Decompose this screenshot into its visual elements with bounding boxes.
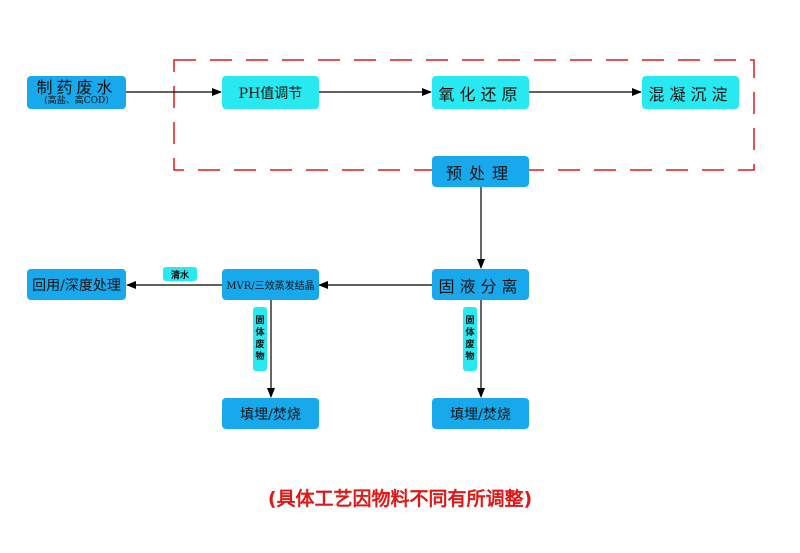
node-redox-label: 氧化还原 [438, 84, 523, 104]
node-mvr-evaporation: MVR/三效蒸发结晶 [222, 269, 319, 300]
tag-solid-waste-2: 固 体 废 物 [463, 307, 477, 371]
node-landfill-incineration-2-label: 填埋/焚烧 [450, 406, 511, 423]
node-pretreatment-label: 预处理 [445, 163, 515, 183]
node-pretreatment: 预处理 [432, 156, 529, 187]
tag-solid-waste-2-char: 体 [465, 328, 475, 338]
node-ph-adjust-label: PH值调节 [238, 85, 303, 102]
node-reuse-deep-treatment-label: 回用/深度处理 [32, 277, 121, 294]
node-landfill-incineration-2: 填埋/焚烧 [432, 398, 529, 429]
tag-solid-waste-1: 固 体 废 物 [253, 307, 267, 371]
tag-solid-waste-2-char: 固 [465, 316, 475, 326]
node-mvr-evaporation-label: MVR/三效蒸发结晶 [226, 281, 315, 292]
tag-solid-waste-1-char: 废 [255, 340, 265, 350]
node-pharma-wastewater-label: 制药废水 [36, 77, 117, 97]
tag-solid-waste-2-char: 废 [465, 340, 475, 350]
tag-solid-waste-2-char: 物 [465, 352, 475, 362]
node-reuse-deep-treatment: 回用/深度处理 [27, 269, 126, 300]
tag-clear-water-label: 清水 [170, 270, 189, 281]
tag-clear-water: 清水 [163, 267, 197, 281]
node-ph-adjust: PH值调节 [222, 76, 319, 109]
node-solid-liquid-separation: 固液分离 [432, 269, 529, 300]
tag-solid-waste-1-char: 固 [255, 316, 265, 326]
node-landfill-incineration-1-label: 填埋/焚烧 [240, 406, 301, 423]
process-note: (具体工艺因物料不同有所调整) [267, 488, 533, 510]
node-redox: 氧化还原 [432, 76, 529, 109]
node-pharma-wastewater-sub: (高盐、高COD) [44, 95, 109, 106]
tag-solid-waste-1-char: 体 [255, 328, 265, 338]
pretreatment-dashed-border [173, 59, 755, 171]
node-coagulation-label: 混凝沉淀 [648, 84, 733, 104]
node-solid-liquid-separation-label: 固液分离 [438, 276, 523, 296]
node-coagulation: 混凝沉淀 [642, 76, 739, 109]
tag-solid-waste-1-char: 物 [255, 352, 265, 362]
node-landfill-incineration-1: 填埋/焚烧 [222, 398, 319, 429]
node-pharma-wastewater: 制药废水 (高盐、高COD) [27, 76, 126, 109]
